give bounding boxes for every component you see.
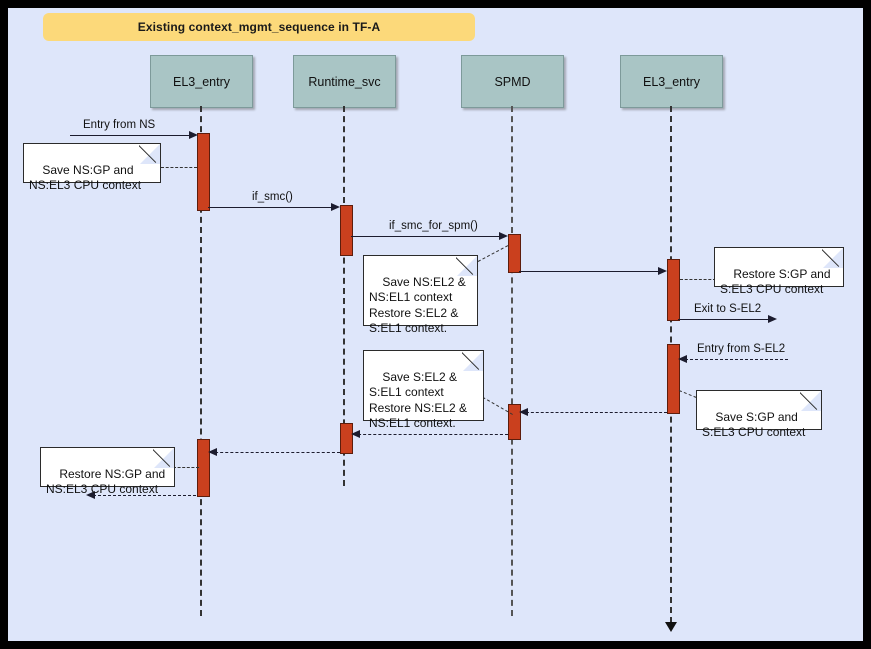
activation-bar-el3-entry-ns-1 <box>197 133 210 211</box>
lifeline-head-spmd[interactable]: SPMD <box>461 55 564 108</box>
message-line <box>353 434 508 435</box>
arrowhead-left-icon <box>86 490 95 499</box>
message-label: Entry from NS <box>81 119 158 131</box>
arrowhead-right-icon <box>768 314 777 323</box>
lifeline-head-el3-entry-ns[interactable]: EL3_entry <box>150 55 253 108</box>
lifeline-label: SPMD <box>494 74 531 89</box>
note-leader-2 <box>477 245 509 262</box>
activation-bar-el3-entry-ns-2 <box>197 439 210 497</box>
diagram-title-banner: Existing context_mgmt_sequence in TF-A <box>43 13 475 41</box>
note-save-ns-gp: Save NS:GP and NS:EL3 CPU context <box>23 143 161 192</box>
note-fold-edge <box>456 256 477 277</box>
note-leader-3 <box>680 279 716 280</box>
note-text: Save NS:EL2 & NS:EL1 context Restore S:E… <box>369 274 466 336</box>
message-line <box>519 271 659 272</box>
arrowhead-left-icon <box>351 429 360 438</box>
arrowhead-left-icon <box>678 354 687 363</box>
activation-bar-runtime-svc-2 <box>340 423 353 454</box>
note-leader-1 <box>161 167 197 168</box>
arrowhead-right-icon <box>499 231 508 240</box>
note-save-ns-el2: Save NS:EL2 & NS:EL1 context Restore S:E… <box>363 255 478 335</box>
activation-bar-spmd-1 <box>508 234 521 273</box>
arrowhead-left-icon <box>519 407 528 416</box>
diagram-canvas: Existing context_mgmt_sequence in TF-A E… <box>8 8 863 641</box>
message-line <box>521 412 667 413</box>
message-line <box>680 359 788 360</box>
lifeline-line-el3-entry-ns <box>200 106 202 616</box>
message-line <box>208 207 332 208</box>
activation-bar-el3-entry-s-1 <box>667 259 680 321</box>
note-save-s-el2: Save S:EL2 & S:EL1 context Restore NS:EL… <box>363 350 484 430</box>
message-line <box>70 135 190 136</box>
lifeline-label: Runtime_svc <box>308 74 381 89</box>
message-label: if_smc_for_spm() <box>387 220 480 232</box>
note-leader-6 <box>173 467 199 468</box>
message-label: if_smc() <box>250 191 295 203</box>
note-text: Restore S:GP and S:EL3 CPU context <box>720 266 831 297</box>
note-text: Save S:GP and S:EL3 CPU context <box>702 409 806 440</box>
note-restore-s-gp: Restore S:GP and S:EL3 CPU context <box>714 247 844 296</box>
note-save-s-gp: Save S:GP and S:EL3 CPU context <box>696 390 822 439</box>
lifeline-terminator-arrow <box>665 622 677 632</box>
note-text: Restore NS:GP and NS:EL3 CPU context <box>46 466 166 497</box>
note-restore-ns-gp: Restore NS:GP and NS:EL3 CPU context <box>40 447 175 496</box>
message-line <box>88 495 196 496</box>
note-fold-edge <box>800 391 821 412</box>
lifeline-label: EL3_entry <box>173 74 230 89</box>
activation-bar-el3-entry-s-2 <box>667 344 680 414</box>
note-fold-edge <box>153 448 174 469</box>
note-text: Save S:EL2 & S:EL1 context Restore NS:EL… <box>369 369 468 431</box>
arrowhead-right-icon <box>658 266 667 275</box>
lifeline-head-el3-entry-s[interactable]: EL3_entry <box>620 55 723 108</box>
note-fold-edge <box>462 351 483 372</box>
note-text: Save NS:GP and NS:EL3 CPU context <box>29 162 142 193</box>
lifeline-line-runtime-svc <box>343 106 345 486</box>
arrowhead-right-icon <box>189 130 198 139</box>
note-fold-edge <box>139 144 160 165</box>
message-line <box>351 236 500 237</box>
message-label: Entry from S-EL2 <box>695 343 788 355</box>
lifeline-line-spmd <box>511 106 513 616</box>
message-line <box>210 452 340 453</box>
arrowhead-left-icon <box>208 447 217 456</box>
message-label: Exit to S-EL2 <box>692 303 764 315</box>
activation-bar-runtime-svc-1 <box>340 205 353 256</box>
arrowhead-right-icon <box>331 202 340 211</box>
note-fold-edge <box>822 248 843 269</box>
message-line <box>678 319 769 320</box>
activation-bar-spmd-2 <box>508 404 521 440</box>
lifeline-label: EL3_entry <box>643 74 700 89</box>
lifeline-head-runtime-svc[interactable]: Runtime_svc <box>293 55 396 108</box>
